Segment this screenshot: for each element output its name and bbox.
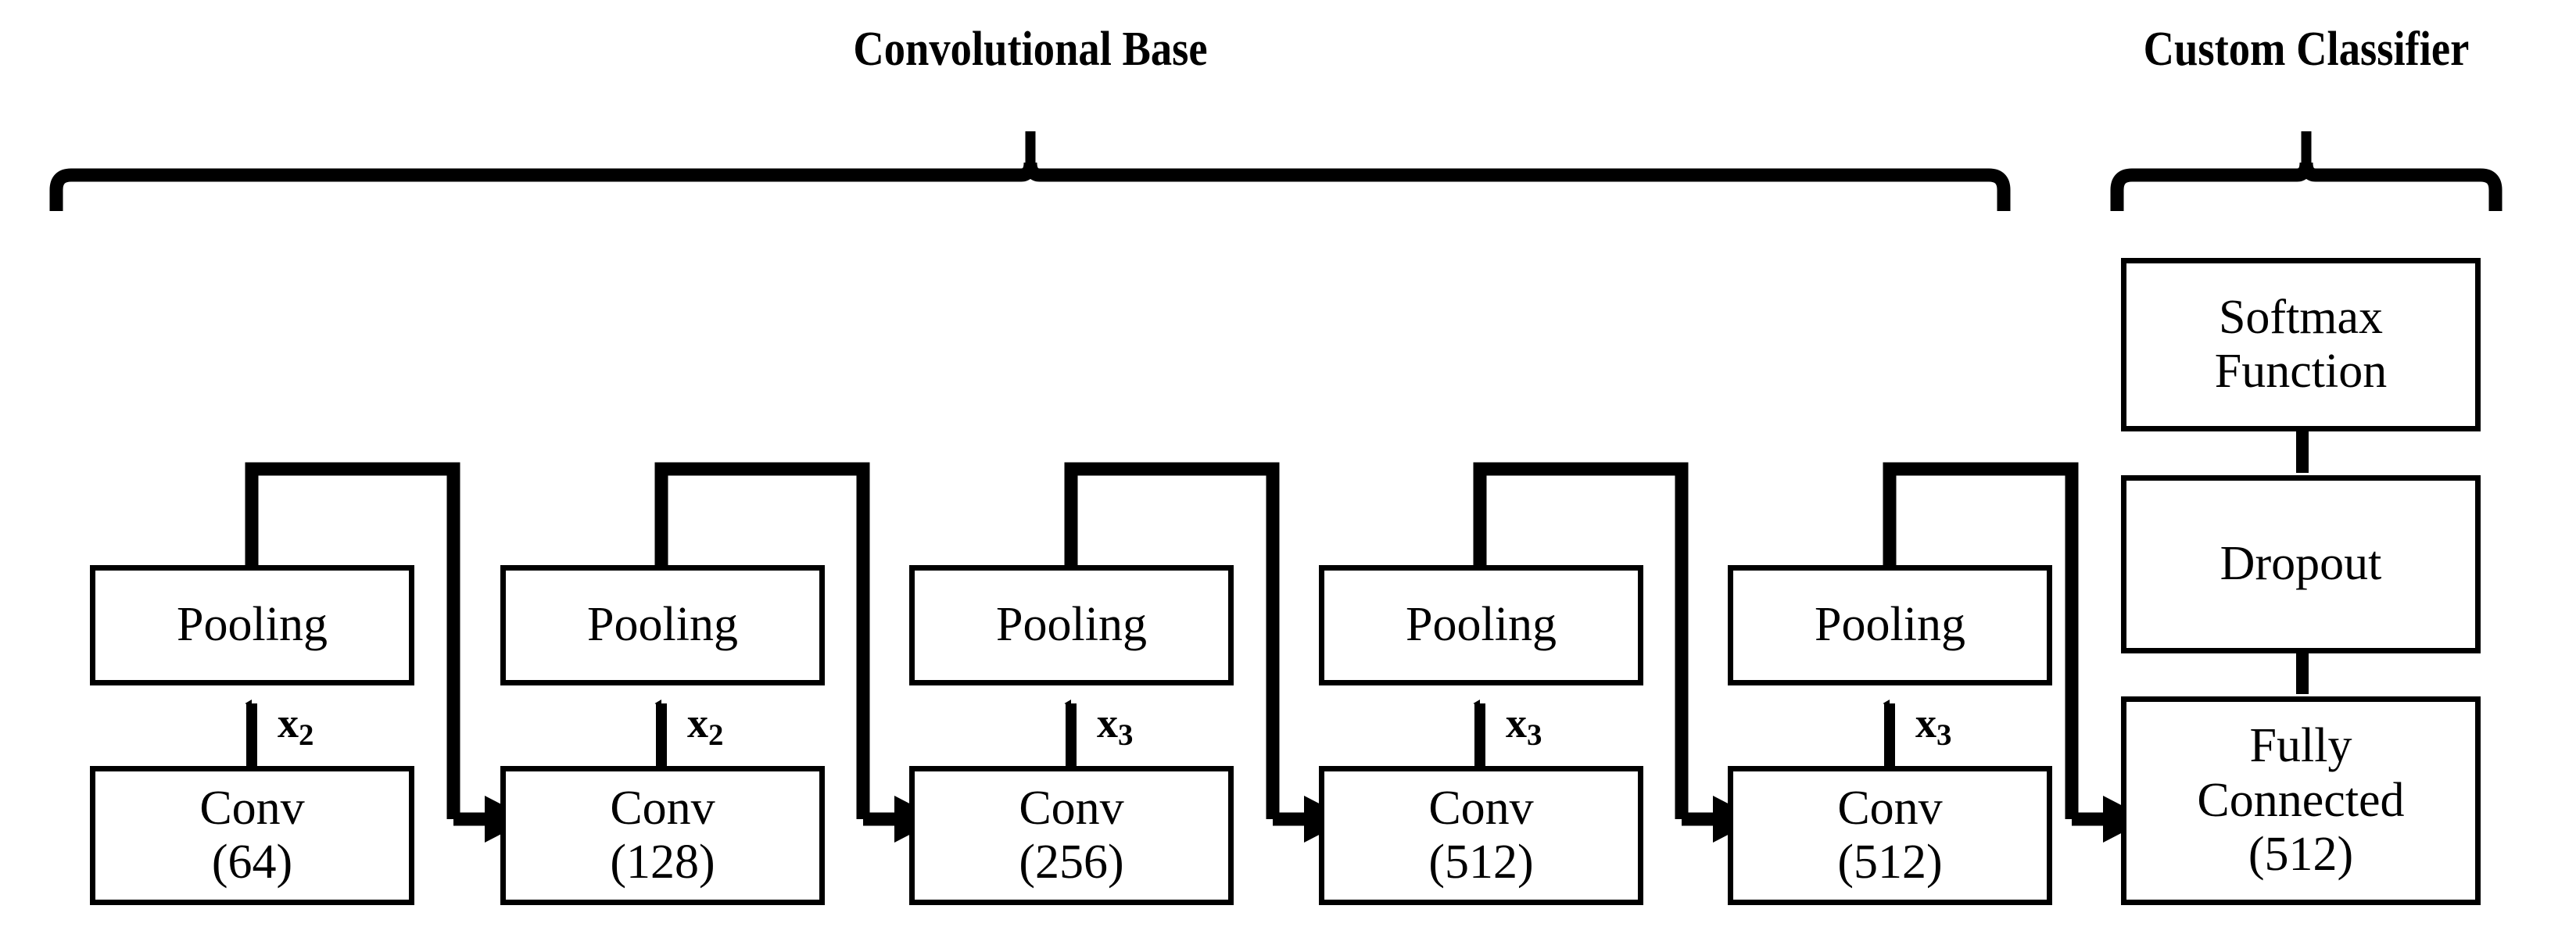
- conv-filters-2: (128): [610, 836, 715, 889]
- brace-custom-classifier: [2110, 131, 2503, 211]
- conv-box-3[interactable]: Conv (256): [909, 766, 1234, 905]
- repeat-symbol-4: x: [1506, 700, 1527, 746]
- softmax-label-line2: Function: [2214, 345, 2388, 398]
- fully-connected-label-line2: Connected: [2197, 773, 2405, 827]
- brace-convolutional-base: [49, 131, 2011, 211]
- conv-label-5: Conv: [1837, 781, 1943, 835]
- fully-connected-label-line1: Fully: [2249, 719, 2352, 773]
- conv-box-1[interactable]: Conv (64): [90, 766, 414, 905]
- repeat-count-2: 2: [708, 718, 724, 753]
- repeat-count-1: 2: [299, 718, 314, 753]
- pooling-box-5[interactable]: Pooling: [1728, 565, 2052, 685]
- conv-label-3: Conv: [1019, 781, 1124, 835]
- repeat-label-3: x3: [1097, 702, 1133, 751]
- conv-filters-3: (256): [1019, 836, 1124, 889]
- fully-connected-box[interactable]: Fully Connected (512): [2121, 696, 2481, 905]
- pooling-box-1[interactable]: Pooling: [90, 565, 414, 685]
- conv-label-1: Conv: [199, 781, 305, 835]
- repeat-label-4: x3: [1506, 702, 1542, 751]
- conv-filters-4: (512): [1428, 836, 1534, 889]
- repeat-symbol-1: x: [278, 700, 299, 746]
- pooling-box-3[interactable]: Pooling: [909, 565, 1234, 685]
- conv-box-4[interactable]: Conv (512): [1319, 766, 1643, 905]
- pooling-label-3: Pooling: [996, 598, 1147, 652]
- pooling-label-1: Pooling: [177, 598, 328, 652]
- dropout-label: Dropout: [2220, 537, 2382, 591]
- softmax-function-box[interactable]: Softmax Function: [2121, 258, 2481, 431]
- flow-block-3: [1064, 462, 1349, 843]
- repeat-count-3: 3: [1118, 718, 1134, 753]
- repeat-label-2: x2: [687, 702, 723, 751]
- pooling-box-2[interactable]: Pooling: [500, 565, 825, 685]
- conv-filters-1: (64): [211, 836, 293, 889]
- repeat-count-5: 3: [1936, 718, 1952, 753]
- repeat-symbol-2: x: [687, 700, 708, 746]
- conv-label-4: Conv: [1428, 781, 1534, 835]
- repeat-label-1: x2: [278, 702, 313, 751]
- pooling-label-4: Pooling: [1406, 598, 1557, 652]
- repeat-symbol-5: x: [1915, 700, 1936, 746]
- conv-label-2: Conv: [610, 781, 715, 835]
- repeat-count-4: 3: [1527, 718, 1542, 753]
- group-title-custom-classifier: Custom Classifier: [2143, 23, 2470, 76]
- repeat-symbol-3: x: [1097, 700, 1118, 746]
- pooling-label-2: Pooling: [587, 598, 738, 652]
- group-title-convolutional-base: Convolutional Base: [853, 23, 1208, 76]
- conv-box-2[interactable]: Conv (128): [500, 766, 825, 905]
- conv-box-5[interactable]: Conv (512): [1728, 766, 2052, 905]
- pooling-box-4[interactable]: Pooling: [1319, 565, 1643, 685]
- softmax-label-line1: Softmax: [2218, 290, 2384, 344]
- flow-block-4: [1473, 462, 1758, 843]
- dropout-box[interactable]: Dropout: [2121, 475, 2481, 653]
- fully-connected-filters: (512): [2248, 828, 2354, 882]
- conv-filters-5: (512): [1837, 836, 1943, 889]
- repeat-label-5: x3: [1915, 702, 1951, 751]
- pooling-label-5: Pooling: [1815, 598, 1965, 652]
